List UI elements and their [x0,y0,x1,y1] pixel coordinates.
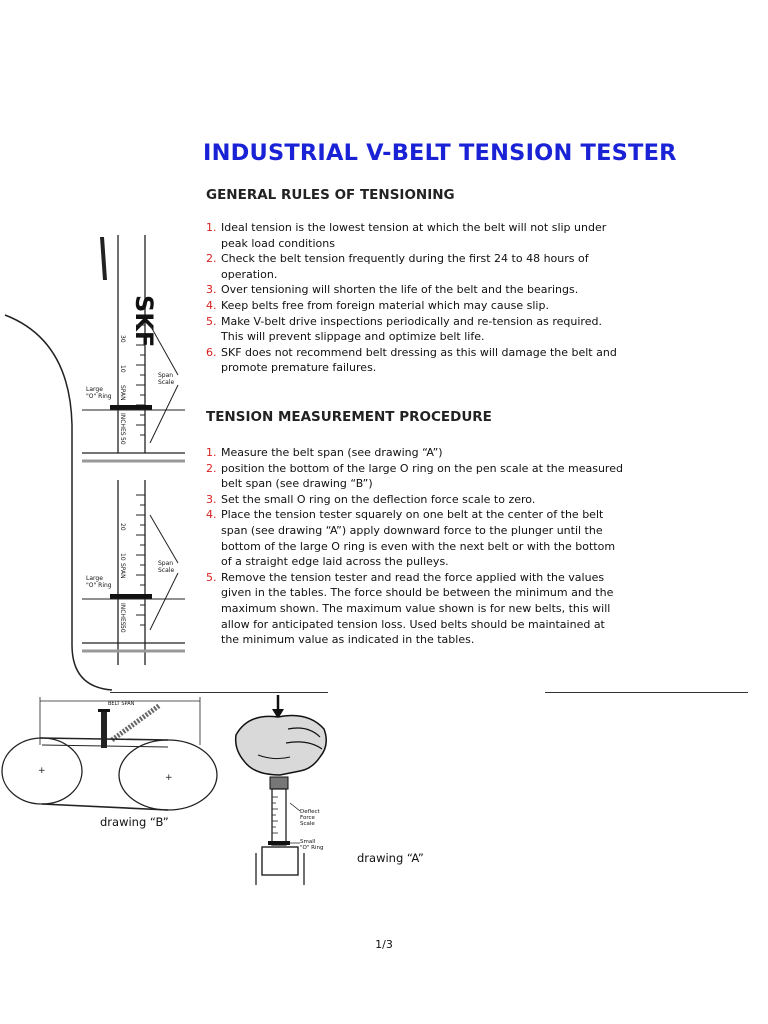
scale-tick-label: 50 [119,437,126,445]
general-rules-heading: GENERAL RULES OF TENSIONING [206,187,455,203]
list-item: 6.SKF does not recommend belt dressing a… [206,345,617,375]
procedure-heading: TENSION MEASUREMENT PROCEDURE [206,409,492,425]
list-item: 3.Over tensioning will shorten the life … [206,283,579,297]
scale-tick-label: 10 [119,365,126,373]
procedure-list: 1.Measure the belt span (see drawing “A”… [206,445,626,648]
scale-label-inches: INCHES [119,413,126,436]
page-number: 1/3 [375,938,393,951]
large-o-ring-label: Large"O" Ring [86,386,112,400]
scale-label-inches: INCHES [119,603,126,626]
divider-line [545,692,748,693]
list-item: 2.position the bottom of the large O rin… [206,461,623,491]
scale-label-span: SPAN [119,385,126,401]
list-item: 2.Check the belt tension frequently duri… [206,252,589,281]
drawing-b-caption: drawing “B” [100,815,169,829]
list-item: 3.Set the small O ring on the deflection… [206,492,536,506]
page-title: INDUSTRIAL V-BELT TENSION TESTER [203,140,677,166]
skf-logo: SKF [130,295,158,347]
drawing-b-illustration: BELT SPAN + + [1,697,218,811]
list-item: 4.Place the tension tester squarely on o… [206,508,616,569]
svg-text:+: + [165,773,173,783]
list-item: 1.Ideal tension is the lowest tension at… [206,221,607,250]
general-rules-list: 1.Ideal tension is the lowest tension at… [206,220,626,376]
svg-text:+: + [38,766,46,776]
belt-span-label: BELT SPAN [108,701,135,707]
scale-tick-label: 10 [119,553,126,561]
divider-line [110,692,328,693]
list-item: 1.Measure the belt span (see drawing “A”… [206,446,443,459]
drawing-a-caption: drawing “A” [357,851,424,865]
scale-tick-label: 30 [119,335,126,343]
list-item: 5.Remove the tension tester and read the… [206,570,614,647]
scale-tick-label: 50 [119,625,126,633]
scale-tick-label: 20 [119,523,126,531]
small-o-ring-label: Small"O" Ring [300,839,323,851]
scale-label-span: SPAN [119,563,126,579]
large-o-ring-label: Large"O" Ring [86,575,112,589]
list-item: 4.Keep belts free from foreign material … [206,298,549,312]
list-item: 5.Make V-belt drive inspections periodic… [206,314,602,344]
